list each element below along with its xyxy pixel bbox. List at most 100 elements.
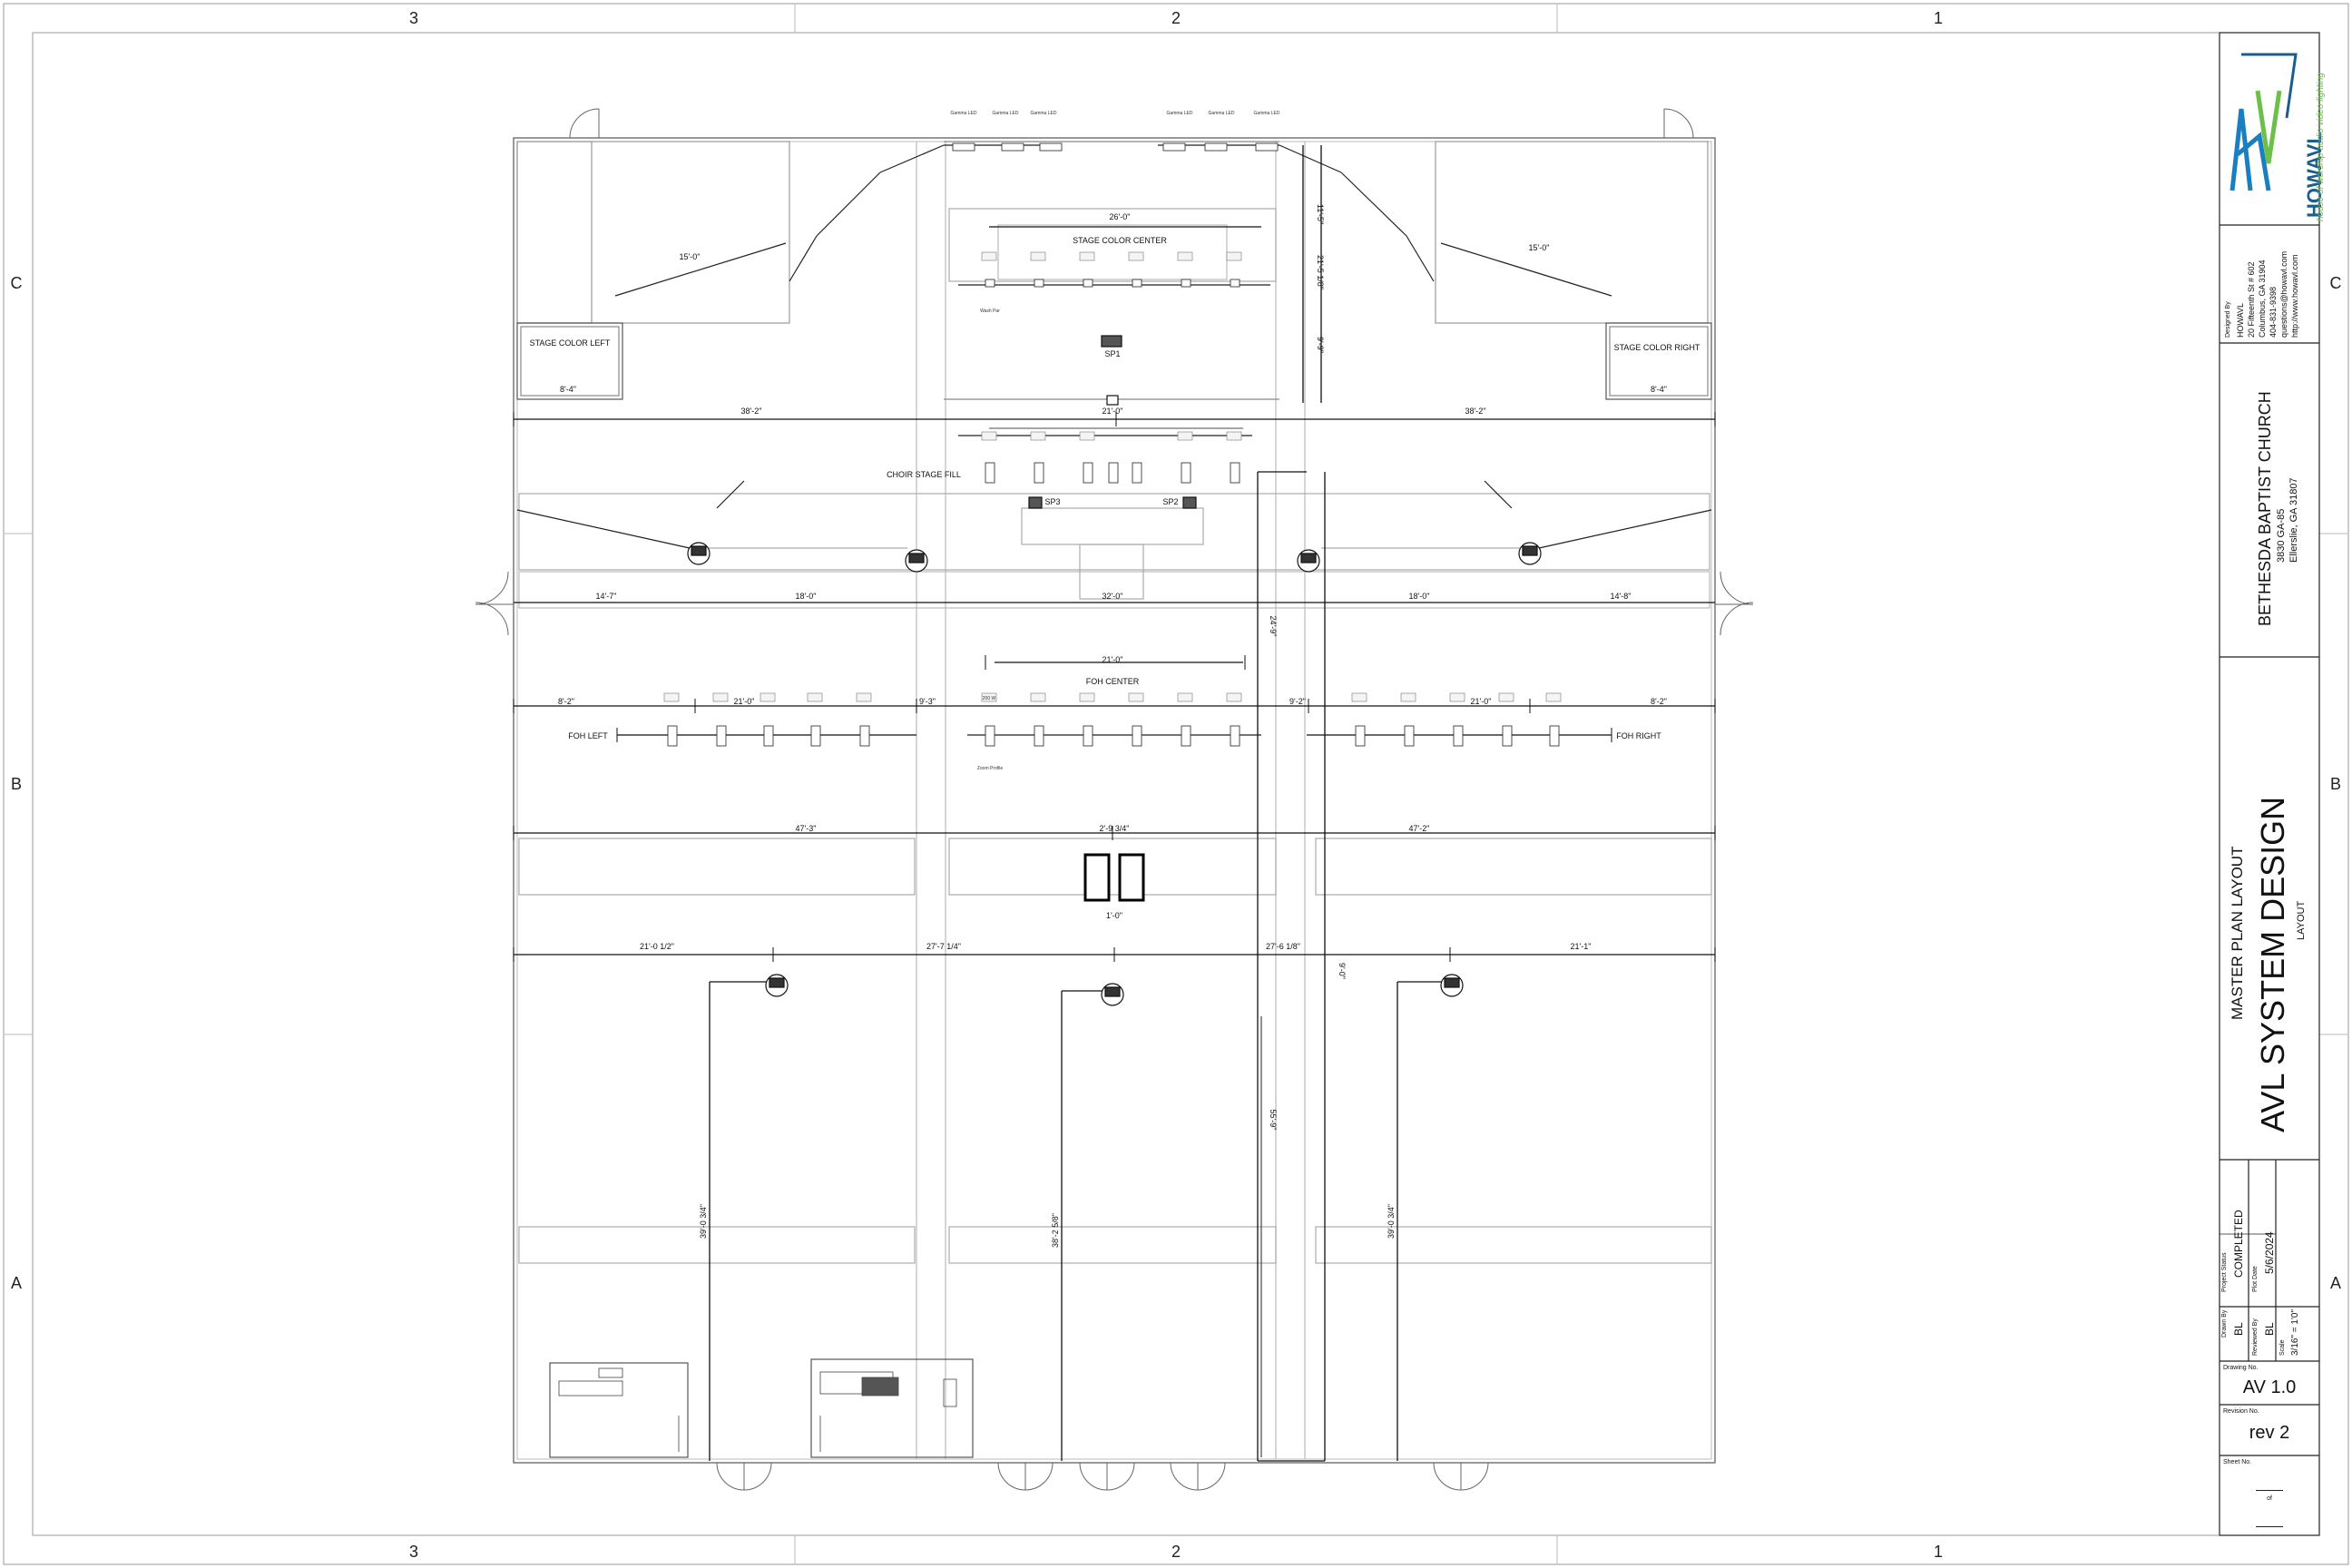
designer-company: HOWAVL [2236, 302, 2245, 338]
dim-18-0-right: 18'-0" [1409, 592, 1430, 601]
label-stage-color-center: STAGE COLOR CENTER [1073, 236, 1167, 245]
dim-1-0: 1'-0" [1106, 911, 1122, 920]
label-sp1: SP1 [1104, 349, 1120, 358]
revision-no: rev 2 [2249, 1423, 2290, 1443]
dim-21-1: 21'-1" [1571, 942, 1592, 951]
client-name: BETHESDA BAPTIST CHURCH [2256, 391, 2274, 626]
dim-21-0-foh: 21'-0" [1102, 655, 1123, 664]
fixture-tags [663, 251, 1562, 702]
designer-website: http://www.howavl.com [2290, 254, 2299, 338]
dim-38-2-right: 38'-2" [1465, 407, 1486, 416]
fixture-label-top-3: Gamma LED [1031, 111, 1057, 116]
fixture-profile-tag: Zoom Profile [977, 766, 1004, 771]
fixture-label-top-2: Gamma LED [993, 111, 1019, 116]
dim-8-4-left: 8'-4" [560, 385, 576, 394]
dim-9-0: 9'-0" [1338, 963, 1347, 979]
dim-27-7-1-4: 27'-7 1/4" [926, 942, 961, 951]
dim-8-4-right: 8'-4" [1651, 385, 1667, 394]
grid-row-left-c: C [11, 274, 23, 292]
booth-details [558, 1367, 957, 1452]
drawing-no: AV 1.0 [2242, 1377, 2297, 1397]
label-stage-color-right: STAGE COLOR RIGHT [1614, 343, 1700, 352]
grid-col-bottom-1: 1 [1934, 1543, 1943, 1561]
dim-38-2-5-8: 38'-2 5/8" [1051, 1213, 1060, 1248]
dim-9-2: 9'-2" [1289, 697, 1306, 706]
dim-21-5-1-8: 21'-5 1/8" [1316, 255, 1325, 289]
sheet-title: AVL SYSTEM DESIGN [2254, 796, 2291, 1132]
fixture-wash-tag: Wash Par [980, 309, 1000, 314]
designed-by-label: Designed By [2225, 301, 2231, 338]
sheet-subtitle: MASTER PLAN LAYOUT [2229, 846, 2246, 1020]
grid-col-bottom-3: 3 [409, 1543, 418, 1561]
sheet-no-line-top [2256, 1490, 2283, 1491]
dim-18-0-left: 18'-0" [796, 592, 817, 601]
dim-21-0-fohr: 21'-0" [1471, 697, 1492, 706]
dim-8-2-left: 8'-2" [558, 697, 574, 706]
scale-label: Scale [2279, 1339, 2286, 1356]
client-address1: 3830 GA-85 [2276, 508, 2287, 563]
sheet-type: LAYOUT [2296, 900, 2307, 940]
dim-32-0: 32'-0" [1102, 592, 1123, 601]
fixture-label-top-4: Gamma LED [1167, 111, 1193, 116]
speaker-symbols [687, 335, 1542, 1006]
client-address2: Ellerslie, GA 31807 [2288, 477, 2299, 563]
designer-phone: 404-831-9398 [2269, 286, 2278, 338]
grid-row-right-b: B [2330, 775, 2341, 793]
drawn-by-label: Drawn By [2221, 1309, 2228, 1338]
dim-15-0-right: 15'-0" [1529, 243, 1550, 252]
dim-2-9-3-4: 2'-9 3/4" [1100, 824, 1130, 833]
sheet-outer-frame [3, 3, 2349, 1565]
grid-row-right-a: A [2330, 1274, 2341, 1292]
dim-9-9: 9'-9" [1316, 337, 1325, 353]
dim-27-6-1-8: 27'-6 1/8" [1266, 942, 1300, 951]
brand-tagline: house of worship audio video lighting [2316, 73, 2326, 221]
designer-address1: 20 Fifteenth St # 602 [2247, 261, 2256, 338]
dim-39-0-3-4-left: 39'-0 3/4" [699, 1204, 708, 1239]
dim-39-0-3-4-right: 39'-0 3/4" [1387, 1204, 1396, 1239]
doors [475, 108, 1754, 1491]
dim-21-0-fohl: 21'-0" [734, 697, 755, 706]
dim-55-9: 55'-9" [1269, 1110, 1278, 1131]
label-foh-left: FOH LEFT [568, 731, 608, 740]
label-foh-right: FOH RIGHT [1616, 731, 1661, 740]
dim-9-3: 9'-3" [919, 697, 936, 706]
sheet-no-line-bottom [2256, 1526, 2283, 1527]
dim-24-9: 24'-9" [1269, 616, 1278, 637]
title-block-frame [2219, 32, 2320, 1536]
dim-21-0-1-2: 21'-0 1/2" [640, 942, 674, 951]
grid-row-right-c: C [2330, 274, 2342, 292]
sub-stacks [1083, 853, 1145, 902]
project-status: COMPLETED [2232, 1210, 2245, 1278]
foh-fixture-rows [667, 142, 1560, 747]
dim-15-0-left: 15'-0" [680, 252, 701, 261]
fixture-label-top-5: Gamma LED [1209, 111, 1235, 116]
grid-row-left-a: A [11, 1274, 22, 1292]
reviewed-by-label: Reviewed By [2252, 1318, 2259, 1356]
sheet-of: of [2267, 1495, 2272, 1502]
dim-14-8: 14'-8" [1611, 592, 1632, 601]
fixture-label-top-6: Gamma LED [1254, 111, 1280, 116]
grid-col-bottom-2: 2 [1171, 1543, 1181, 1561]
grid-col-top-2: 2 [1171, 9, 1181, 27]
scale-value: 3/16" = 1'0" [2290, 1309, 2300, 1356]
dim-14-7: 14'-7" [596, 592, 617, 601]
fixture-label-top-1: Gamma LED [951, 111, 977, 116]
sheet-no-label: Sheet No. [2223, 1459, 2252, 1465]
dim-47-3: 47'-3" [796, 824, 817, 833]
designer-address2: Columbus, GA 31904 [2258, 260, 2267, 338]
grid-col-top-1: 1 [1934, 9, 1943, 27]
drawn-by: BL [2232, 1322, 2245, 1336]
grid-row-left-b: B [11, 775, 22, 793]
reviewed-by: BL [2263, 1322, 2276, 1336]
label-sp2: SP2 [1162, 497, 1178, 506]
label-stage-color-left: STAGE COLOR LEFT [530, 338, 611, 348]
dim-11-5: 11'-5" [1316, 204, 1325, 224]
grid-zone-ticks [4, 4, 2348, 1564]
designer-email: questions@howavl.com [2279, 250, 2288, 338]
dim-26-0: 26'-0" [1110, 212, 1131, 221]
label-foh-center: FOH CENTER [1086, 677, 1140, 686]
label-sp3: SP3 [1044, 497, 1060, 506]
fixture-beam-tag: 200 W [983, 696, 996, 701]
project-status-label: Project Status [2221, 1252, 2228, 1292]
